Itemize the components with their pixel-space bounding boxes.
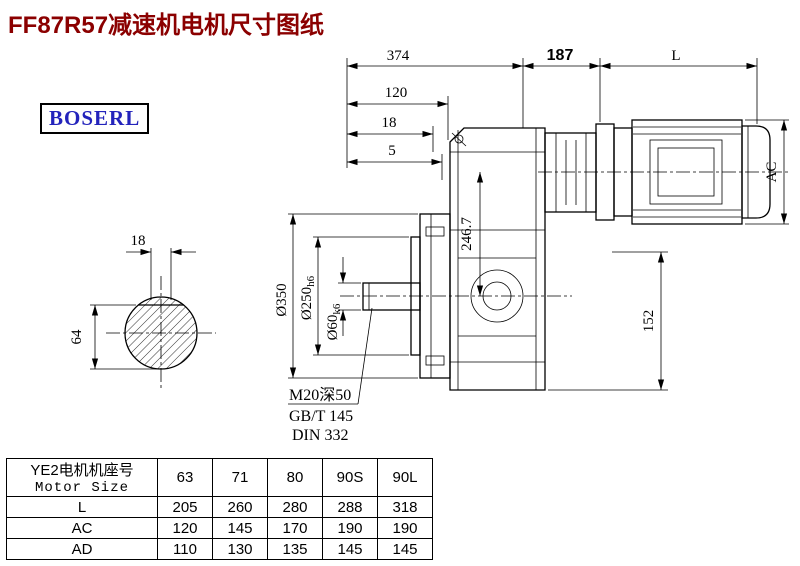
dim-246-7-label: 246.7 — [459, 217, 475, 251]
cell-AD-80: 135 — [267, 538, 323, 560]
shaft-end-notes: M20深50 GB/T 145 DIN 332 — [288, 307, 373, 444]
dim-5-label: 5 — [388, 143, 396, 159]
cell-AC-63: 120 — [157, 517, 213, 539]
dim-120-label: 120 — [385, 85, 408, 101]
shaft-cross-section: 18 64 — [69, 233, 216, 390]
dim-spigot-dia-label: Ø250h6 — [299, 275, 317, 320]
dim-18-label: 18 — [382, 115, 397, 131]
cell-AC-80: 170 — [267, 517, 323, 539]
note-din-standard: DIN 332 — [292, 427, 348, 444]
cell-AD-63: 110 — [157, 538, 213, 560]
note-tapped-hole: M20深50 — [289, 386, 351, 404]
table-row-AC: AC 120 145 170 190 190 — [6, 517, 433, 539]
table-header-size: YE2电机机座号 Motor Size — [6, 458, 158, 497]
technical-drawing: 18 64 — [69, 47, 789, 444]
cell-L-71: 260 — [212, 496, 268, 518]
table-row-AD: AD 110 130 135 145 145 — [6, 538, 433, 560]
note-gbt-standard: GB/T 145 — [289, 408, 353, 425]
row-label-AC: AC — [6, 517, 158, 539]
cell-L-90l: 318 — [377, 496, 433, 518]
dim-motor-length-label: L — [671, 48, 680, 64]
cell-L-63: 205 — [157, 496, 213, 518]
gearbox-side-view — [340, 119, 788, 391]
cell-L-90s: 288 — [322, 496, 378, 518]
table-header-cn: YE2电机机座号 — [30, 462, 134, 479]
dim-152-label: 152 — [641, 310, 657, 333]
top-dimensions: 374 187 L 120 18 5 — [346, 47, 758, 180]
motor-size-table: YE2电机机座号 Motor Size 63 71 80 90S 90L L 2… — [6, 458, 433, 560]
table-col-71: 71 — [212, 458, 268, 497]
cell-AD-90l: 145 — [377, 538, 433, 560]
dim-ac-label: AC — [764, 162, 780, 183]
cell-L-80: 280 — [267, 496, 323, 518]
row-label-AD: AD — [6, 538, 158, 560]
cell-AD-90s: 145 — [322, 538, 378, 560]
cell-AC-90s: 190 — [322, 517, 378, 539]
dim-374-label: 374 — [387, 48, 410, 64]
dim-flange-dia-label: Ø350 — [274, 283, 290, 316]
table-header-row: YE2电机机座号 Motor Size 63 71 80 90S 90L — [6, 458, 433, 497]
page-title: FF87R57减速机电机尺寸图纸 — [8, 12, 325, 39]
row-label-L: L — [6, 496, 158, 518]
table-col-90s: 90S — [322, 458, 378, 497]
dim-shaft-flat-label: 64 — [69, 329, 85, 345]
table-col-80: 80 — [267, 458, 323, 497]
table-header-en: Motor Size — [34, 480, 129, 496]
dim-187-label: 187 — [547, 47, 574, 64]
diameter-dimensions: Ø350 Ø250h6 Ø60k6 246.7 152 AC — [274, 119, 789, 391]
dim-shaft-dia-label: Ø60k6 — [325, 303, 343, 340]
dim-key-width-label: 18 — [131, 233, 146, 249]
table-col-63: 63 — [157, 458, 213, 497]
cell-AC-71: 145 — [212, 517, 268, 539]
cell-AC-90l: 190 — [377, 517, 433, 539]
table-row-L: L 205 260 280 288 318 — [6, 496, 433, 518]
brand-logo: BOSERL — [40, 103, 150, 134]
table-col-90l: 90L — [377, 458, 433, 497]
cell-AD-71: 130 — [212, 538, 268, 560]
